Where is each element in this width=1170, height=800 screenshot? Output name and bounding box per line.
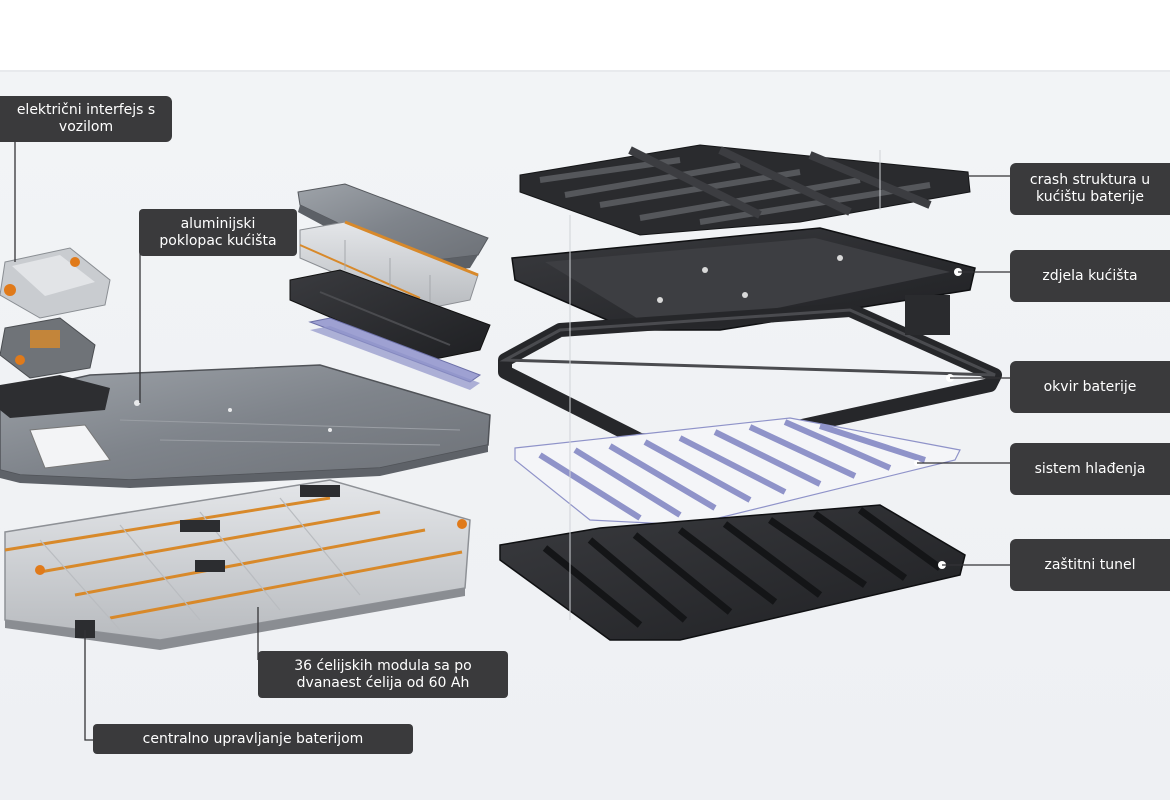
label-cell-modules: 36 ćelijskih modula sa po dvanaest ćelij…: [258, 651, 508, 698]
vertical-guides: [569, 150, 881, 620]
label-battery-management-text: centralno upravljanje baterijom: [142, 730, 364, 747]
label-aluminum-cover-text: aluminijski poklopac kućišta: [159, 215, 277, 249]
label-battery-frame: okvir baterije: [1010, 361, 1170, 413]
upper-cell-module: [299, 220, 479, 311]
label-housing-tray: zdjela kućišta: [1010, 250, 1170, 302]
label-battery-frame-text: okvir baterije: [1043, 378, 1137, 395]
header-divider: [0, 70, 1170, 72]
label-crash-structure: crash struktura u kućištu baterije: [1010, 163, 1170, 215]
upper-cooling-plate: [308, 317, 482, 390]
label-housing-tray-text: zdjela kućišta: [1042, 267, 1138, 284]
label-cooling-system: sistem hlađenja: [1010, 443, 1170, 495]
label-electrical-interface: električni interfejs s vozilom: [0, 96, 172, 142]
label-cooling-system-text: sistem hlađenja: [1034, 460, 1146, 477]
label-aluminum-cover: aluminijski poklopac kućišta: [139, 209, 297, 256]
label-battery-management: centralno upravljanje baterijom: [93, 724, 413, 754]
crash-structure-grid: [519, 144, 971, 236]
leader-battery-management: [84, 630, 93, 741]
label-electrical-interface-text: električni interfejs s vozilom: [16, 102, 156, 135]
electrical-interface-unit: [0, 247, 111, 379]
label-protective-tunnel: zaštitni tunel: [1010, 539, 1170, 591]
cooling-system-plates: [514, 417, 961, 526]
aluminum-cover-plate: [0, 364, 491, 488]
cell-modules-assembly: [4, 479, 471, 650]
battery-frame: [498, 295, 1002, 452]
label-crash-structure-text: crash struktura u kućištu baterije: [1029, 172, 1151, 205]
leader-lines: [14, 138, 1010, 741]
upper-module-tray: [289, 269, 491, 361]
label-protective-tunnel-text: zaštitni tunel: [1044, 556, 1136, 573]
housing-tray: [511, 227, 976, 331]
protective-tunnel-plate: [499, 504, 966, 641]
label-cell-modules-text: 36 ćelijskih modula sa po dvanaest ćelij…: [294, 657, 472, 691]
